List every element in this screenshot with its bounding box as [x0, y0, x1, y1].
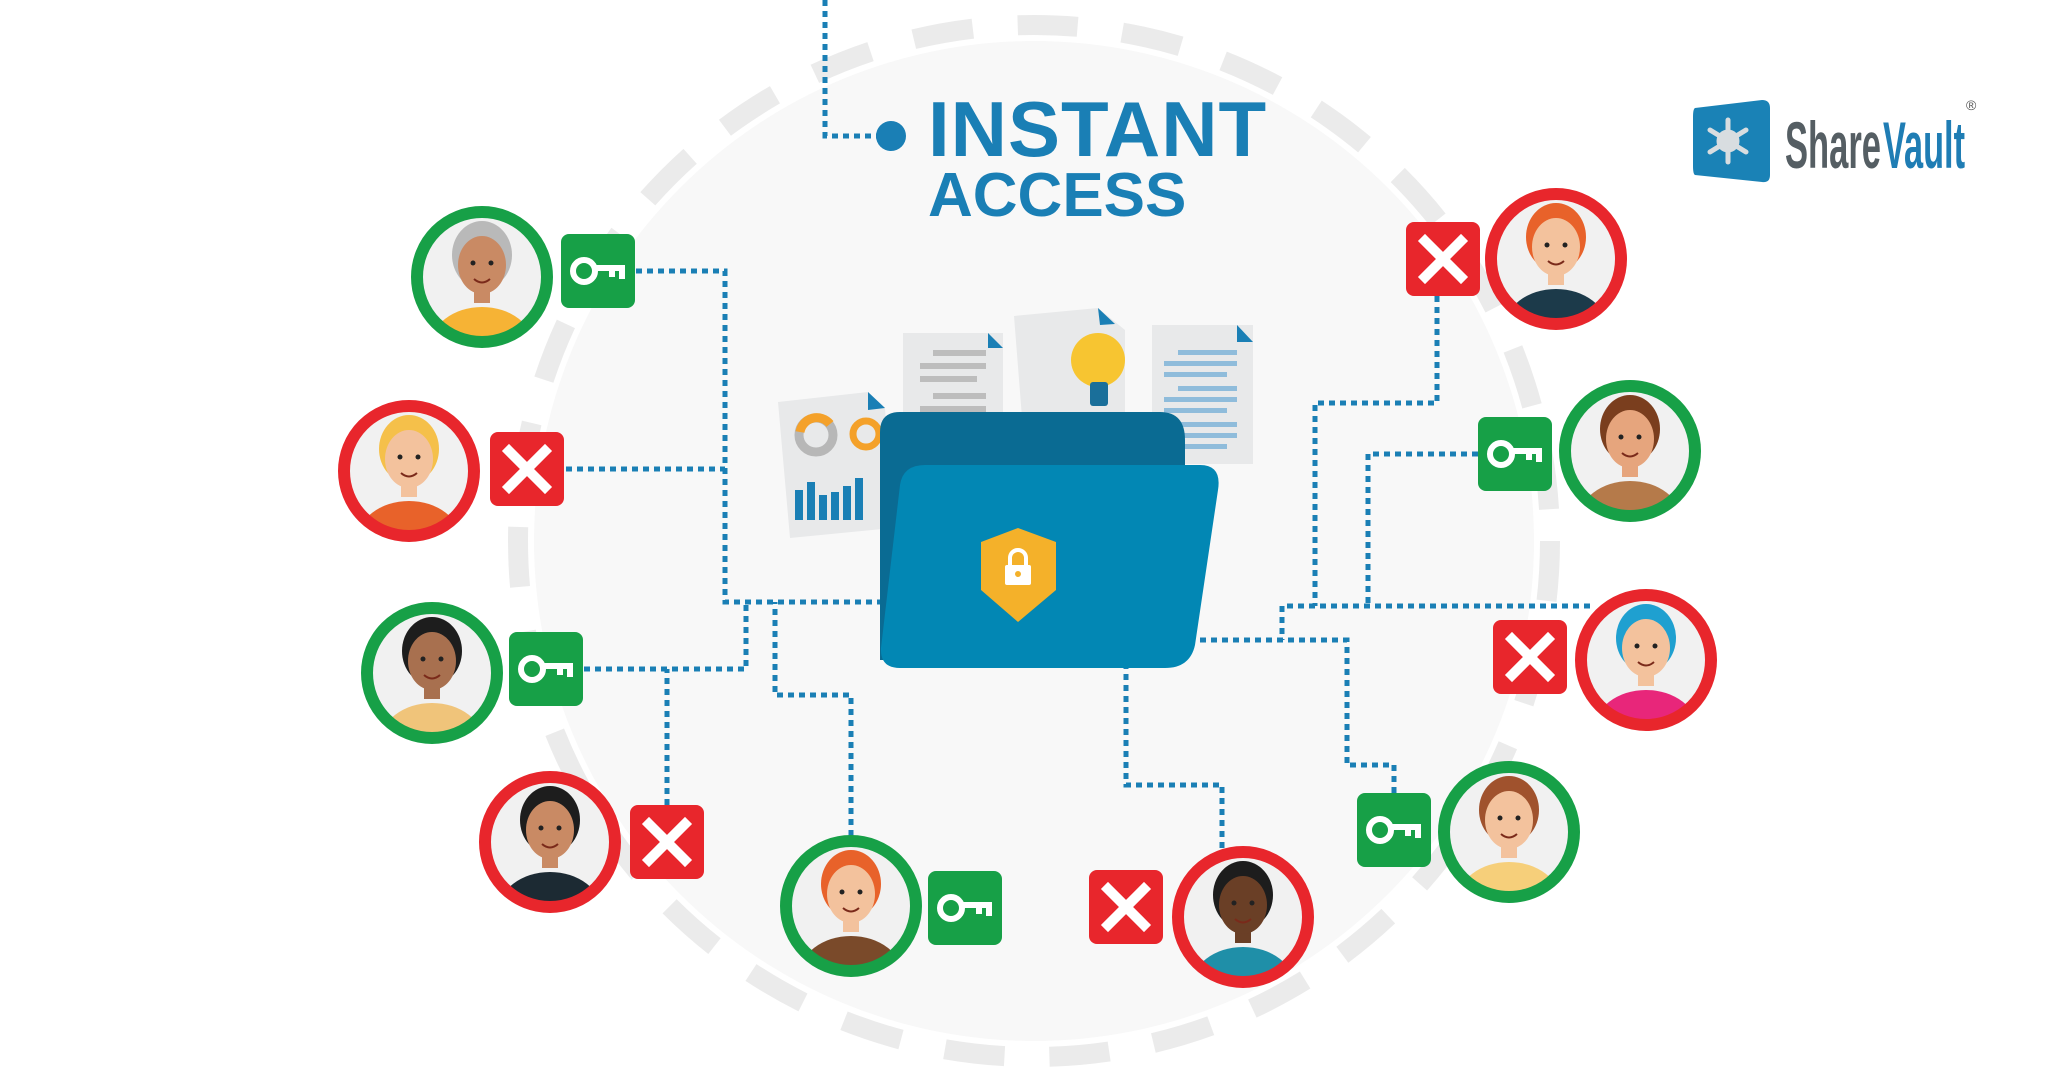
- headline-line2: ACCESS: [928, 161, 1186, 230]
- dashed-ring: [508, 15, 1560, 1067]
- granted-ring: [780, 835, 922, 977]
- secure-folder: [880, 412, 1219, 668]
- x-icon: [1100, 881, 1152, 933]
- access-granted-badge: [561, 234, 635, 308]
- access-denied-badge: [1406, 222, 1480, 296]
- user-avatar: [411, 206, 553, 348]
- denied-ring: [1485, 188, 1627, 330]
- headline-line1: INSTANT: [928, 85, 1267, 173]
- x-icon: [641, 816, 693, 868]
- user-avatar: [1485, 188, 1627, 330]
- vault-wheel-icon: [1707, 117, 1749, 165]
- access-granted-badge: [928, 871, 1002, 945]
- user-avatar: [1438, 761, 1580, 903]
- access-denied-badge: [1493, 620, 1567, 694]
- user-item: [1478, 380, 1701, 522]
- key-icon: [570, 257, 625, 285]
- logo-text-share: Share: [1785, 108, 1881, 182]
- denied-ring: [338, 400, 480, 542]
- key-icon: [937, 894, 992, 922]
- granted-ring: [1559, 380, 1701, 522]
- user-item: [338, 400, 564, 542]
- key-icon: [1487, 440, 1542, 468]
- user-avatar: [338, 400, 480, 542]
- denied-ring: [479, 771, 621, 913]
- denied-ring: [1575, 589, 1717, 731]
- user-avatar: [1172, 846, 1314, 988]
- access-granted-badge: [1357, 793, 1431, 867]
- user-list: [338, 188, 1717, 988]
- lock-icon: [1005, 548, 1031, 585]
- user-item: [411, 206, 635, 348]
- granted-ring: [361, 602, 503, 744]
- sharevault-logo: Share Vault ®: [1693, 97, 1977, 183]
- key-icon: [1366, 816, 1421, 844]
- user-avatar: [479, 771, 621, 913]
- headline-dot: [876, 121, 906, 151]
- access-granted-badge: [509, 632, 583, 706]
- user-item: [1406, 188, 1627, 330]
- chart-document: [778, 392, 893, 538]
- access-denied-badge: [630, 805, 704, 879]
- user-item: [1493, 589, 1717, 731]
- x-icon: [1417, 233, 1469, 285]
- registered-mark: ®: [1966, 97, 1977, 113]
- x-icon: [1504, 631, 1556, 683]
- x-icon: [501, 443, 553, 495]
- user-item: [361, 602, 583, 744]
- granted-ring: [1438, 761, 1580, 903]
- user-avatar: [361, 602, 503, 744]
- user-avatar: [1575, 589, 1717, 731]
- user-item: [1357, 761, 1580, 903]
- key-icon: [518, 655, 573, 683]
- lightbulb-icon: [1071, 333, 1125, 387]
- denied-ring: [1172, 846, 1314, 988]
- user-avatar: [1559, 380, 1701, 522]
- user-avatar: [780, 835, 922, 977]
- user-item: [780, 835, 1002, 977]
- access-granted-badge: [1478, 417, 1552, 491]
- access-denied-badge: [490, 432, 564, 506]
- user-item: [479, 771, 704, 913]
- user-item: [1089, 846, 1314, 988]
- idea-document: [1014, 308, 1125, 443]
- logo-text-vault: Vault: [1883, 108, 1965, 182]
- granted-ring: [411, 206, 553, 348]
- connector-lines: [566, 0, 1590, 848]
- access-denied-badge: [1089, 870, 1163, 944]
